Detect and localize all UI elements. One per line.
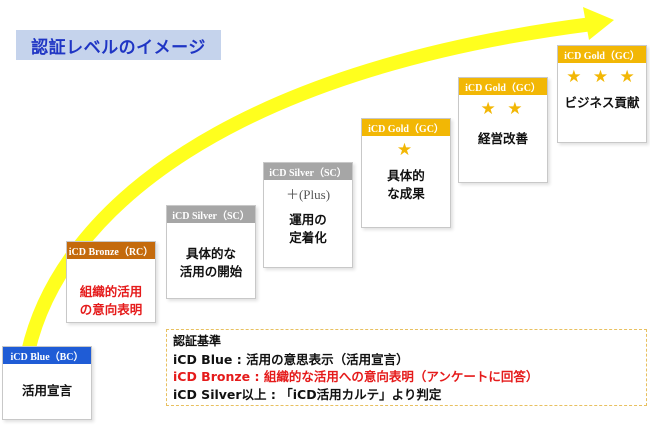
level-description-line: 具体的 xyxy=(387,168,425,183)
level-header: iCD Gold（GC） xyxy=(558,46,646,63)
level-description-line: 活用宣言 xyxy=(21,383,72,398)
level-header: iCD Gold（GC） xyxy=(459,78,547,95)
level-description-line: 具体的な xyxy=(185,246,236,261)
level-card-gold-1: iCD Gold（GC） ★ 具体的な成果 xyxy=(361,118,451,228)
level-description-line: ビジネス貢献 xyxy=(564,95,640,110)
level-card-gold-2: iCD Gold（GC） ★ ★ 経営改善 xyxy=(458,77,548,183)
level-card-blue: iCD Blue（BC） 活用宣言 xyxy=(2,346,92,420)
criteria-line-bronze: iCD Bronze : 組織的な活用への意向表明（アンケートに回答） xyxy=(173,369,539,384)
level-header: iCD Gold（GC） xyxy=(362,119,450,136)
level-description-line: な成果 xyxy=(387,186,425,201)
star-rating-icon: ★ xyxy=(396,140,416,160)
plus-label: ＋(Plus) xyxy=(285,187,331,202)
level-card-gold-3: iCD Gold（GC） ★ ★ ★ ビジネス貢献 xyxy=(557,45,647,143)
level-header: iCD Silver（SC） xyxy=(167,206,255,223)
level-description-line: 運用の xyxy=(289,212,327,227)
level-card-silver: iCD Silver（SC） 具体的な活用の開始 xyxy=(166,205,256,299)
criteria-line-blue: iCD Blue : 活用の意思表示（活用宣言） xyxy=(173,351,409,367)
level-card-bronze: iCD Bronze（RC） 組織的活用の意向表明 xyxy=(66,241,156,323)
level-header: iCD Blue（BC） xyxy=(3,347,91,364)
level-card-silver-plus: iCD Silver（SC） ＋(Plus) 運用の定着化 xyxy=(263,162,353,268)
star-rating-icon: ★ ★ xyxy=(480,99,526,119)
level-header: iCD Bronze（RC） xyxy=(67,242,155,259)
level-description-line: 定着化 xyxy=(289,230,327,245)
criteria-box: 認証基準 iCD Blue : 活用の意思表示（活用宣言） iCD Bronze… xyxy=(166,329,647,406)
level-header: iCD Silver（SC） xyxy=(264,163,352,180)
criteria-title: 認証基準 xyxy=(173,334,222,348)
level-description-line: の意向表明 xyxy=(79,302,143,317)
criteria-line-silver: iCD Silver以上 : 「iCD活用カルテ」より判定 xyxy=(173,386,442,402)
star-rating-icon: ★ ★ ★ xyxy=(566,67,638,87)
level-description-line: 活用の開始 xyxy=(179,264,243,279)
level-description-line: 組織的活用 xyxy=(79,284,143,299)
level-description-line: 経営改善 xyxy=(477,131,528,146)
page-title: 認証レベルのイメージ xyxy=(16,30,221,60)
